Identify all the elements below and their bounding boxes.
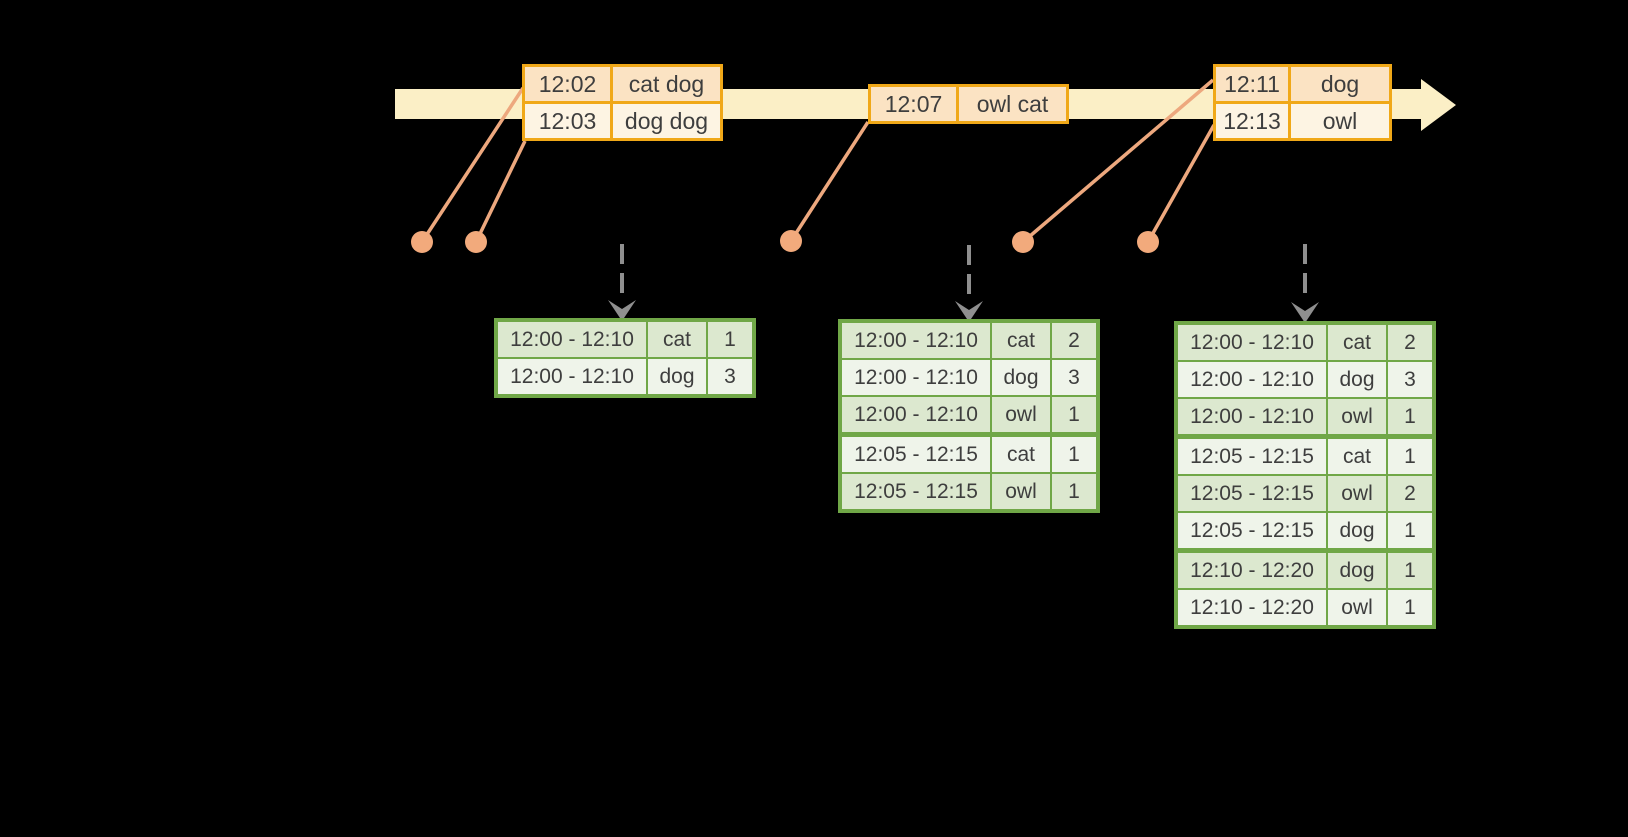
timeline-arrowhead-icon [1421, 79, 1456, 131]
count-cell: 1 [1388, 399, 1432, 434]
event-dot-1207 [780, 230, 802, 252]
window-cell: 12:10 - 12:20 [1178, 590, 1326, 625]
trigger-arrowheads [608, 300, 1319, 323]
window-cell: 12:05 - 12:15 [1178, 476, 1326, 511]
result-row: 12:05 - 12:15 owl 1 [842, 474, 1096, 509]
event-row: 12:11 dog [1216, 67, 1389, 101]
word-cell: dog [1328, 553, 1386, 588]
event-dot-1211 [1012, 231, 1034, 253]
window-cell: 12:05 - 12:15 [1178, 513, 1326, 548]
word-cell: cat [992, 437, 1050, 472]
trigger-arrows [620, 244, 1307, 302]
event-time-cell: 12:11 [1216, 67, 1288, 101]
connector-line-1202 [420, 87, 525, 243]
window-cell: 12:00 - 12:10 [498, 322, 646, 357]
window-cell: 12:00 - 12:10 [1178, 399, 1326, 434]
event-words-cell: owl cat [959, 87, 1066, 121]
word-cell: owl [992, 474, 1050, 509]
count-cell: 1 [708, 322, 752, 357]
event-time-cell: 12:07 [871, 87, 956, 121]
word-cell: owl [992, 397, 1050, 432]
result-row: 12:05 - 12:15 cat 1 [1178, 439, 1432, 474]
event-time-cell: 12:02 [525, 67, 610, 101]
result-row: 12:00 - 12:10 dog 3 [498, 359, 752, 394]
event-row: 12:02 cat dog [525, 67, 720, 101]
event-dot-1203 [465, 231, 487, 253]
connector-line-1207 [789, 121, 870, 242]
count-cell: 1 [1388, 439, 1432, 474]
window-cell: 12:10 - 12:20 [1178, 553, 1326, 588]
window-cell: 12:00 - 12:10 [498, 359, 646, 394]
event-words-cell: owl [1291, 104, 1389, 138]
event-time-cell: 12:03 [525, 104, 610, 138]
word-cell: dog [648, 359, 706, 394]
word-cell: owl [1328, 399, 1386, 434]
result-row: 12:00 - 12:10 owl 1 [1178, 399, 1432, 434]
window-cell: 12:00 - 12:10 [1178, 362, 1326, 397]
result-row: 12:00 - 12:10 cat 2 [1178, 325, 1432, 360]
result-row: 12:00 - 12:10 cat 1 [498, 322, 752, 357]
trigger-arrowhead-2-icon [955, 301, 983, 322]
event-table-3: 12:11 dog 12:13 owl [1213, 64, 1392, 141]
trigger-arrowhead-1-icon [608, 300, 636, 321]
count-cell: 1 [1388, 513, 1432, 548]
count-cell: 2 [1052, 323, 1096, 358]
event-dot-1213 [1137, 231, 1159, 253]
event-words-cell: cat dog [613, 67, 720, 101]
count-cell: 2 [1388, 325, 1432, 360]
count-cell: 1 [1052, 397, 1096, 432]
result-row: 12:05 - 12:15 owl 2 [1178, 476, 1432, 511]
count-cell: 3 [708, 359, 752, 394]
event-time-cell: 12:13 [1216, 104, 1288, 138]
result-row: 12:00 - 12:10 dog 3 [1178, 362, 1432, 397]
result-row: 12:10 - 12:20 dog 1 [1178, 553, 1432, 588]
connector-line-1213 [1146, 124, 1216, 243]
connector-line-1211 [1021, 78, 1215, 244]
result-row: 12:00 - 12:10 owl 1 [842, 397, 1096, 432]
word-cell: cat [1328, 439, 1386, 474]
result-row: 12:00 - 12:10 dog 3 [842, 360, 1096, 395]
window-cell: 12:00 - 12:10 [842, 323, 990, 358]
result-table-2: 12:00 - 12:10 cat 2 12:00 - 12:10 dog 3 … [838, 319, 1100, 513]
word-cell: owl [1328, 590, 1386, 625]
connector-lines [420, 78, 1216, 244]
count-cell: 3 [1052, 360, 1096, 395]
window-cell: 12:05 - 12:15 [842, 474, 990, 509]
word-cell: cat [992, 323, 1050, 358]
event-table-2: 12:07 owl cat [868, 84, 1069, 124]
count-cell: 1 [1388, 553, 1432, 588]
event-dots [411, 230, 1159, 253]
result-row: 12:05 - 12:15 cat 1 [842, 437, 1096, 472]
event-row: 12:07 owl cat [871, 87, 1066, 121]
word-cell: dog [1328, 513, 1386, 548]
result-table-1: 12:00 - 12:10 cat 1 12:00 - 12:10 dog 3 [494, 318, 756, 398]
count-cell: 1 [1052, 474, 1096, 509]
result-row: 12:05 - 12:15 dog 1 [1178, 513, 1432, 548]
word-cell: owl [1328, 476, 1386, 511]
count-cell: 2 [1388, 476, 1432, 511]
count-cell: 3 [1388, 362, 1432, 397]
result-row: 12:00 - 12:10 cat 2 [842, 323, 1096, 358]
window-cell: 12:05 - 12:15 [1178, 439, 1326, 474]
count-cell: 1 [1052, 437, 1096, 472]
window-cell: 12:00 - 12:10 [842, 397, 990, 432]
window-cell: 12:05 - 12:15 [842, 437, 990, 472]
event-row: 12:13 owl [1216, 104, 1389, 138]
window-cell: 12:00 - 12:10 [1178, 325, 1326, 360]
count-cell: 1 [1388, 590, 1432, 625]
event-table-1: 12:02 cat dog 12:03 dog dog [522, 64, 723, 141]
trigger-arrowhead-3-icon [1291, 302, 1319, 323]
word-cell: dog [992, 360, 1050, 395]
word-cell: dog [1328, 362, 1386, 397]
event-words-cell: dog [1291, 67, 1389, 101]
word-cell: cat [1328, 325, 1386, 360]
word-cell: cat [648, 322, 706, 357]
connector-line-1203 [474, 140, 527, 243]
event-row: 12:03 dog dog [525, 104, 720, 138]
event-dot-1202 [411, 231, 433, 253]
window-cell: 12:00 - 12:10 [842, 360, 990, 395]
result-row: 12:10 - 12:20 owl 1 [1178, 590, 1432, 625]
event-words-cell: dog dog [613, 104, 720, 138]
result-table-3: 12:00 - 12:10 cat 2 12:00 - 12:10 dog 3 … [1174, 321, 1436, 629]
